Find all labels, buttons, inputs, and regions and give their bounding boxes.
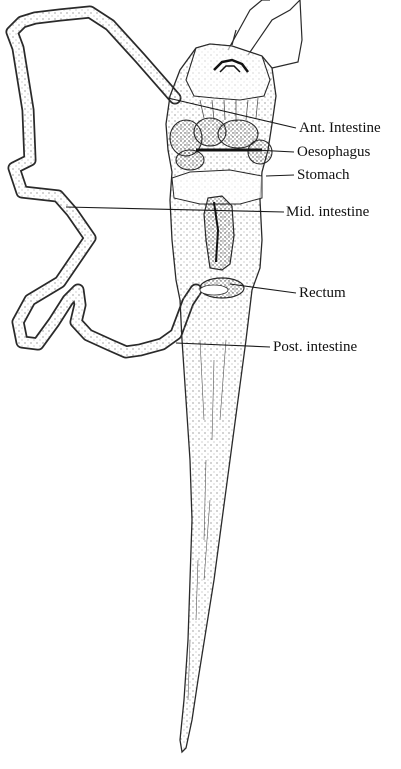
intestine-loop [12,12,196,352]
mid-intestine [204,196,234,270]
label-rectum: Rectum [299,286,346,301]
rectum [200,278,244,298]
label-stomach: Stomach [297,168,350,183]
leader-stomach [266,175,294,176]
label-post-intestine: Post. intestine [273,340,357,355]
label-mid-intestine: Mid. intestine [286,205,369,220]
label-oesophagus: Oesophagus [297,145,370,160]
label-ant-intestine: Ant. Intestine [299,121,381,136]
